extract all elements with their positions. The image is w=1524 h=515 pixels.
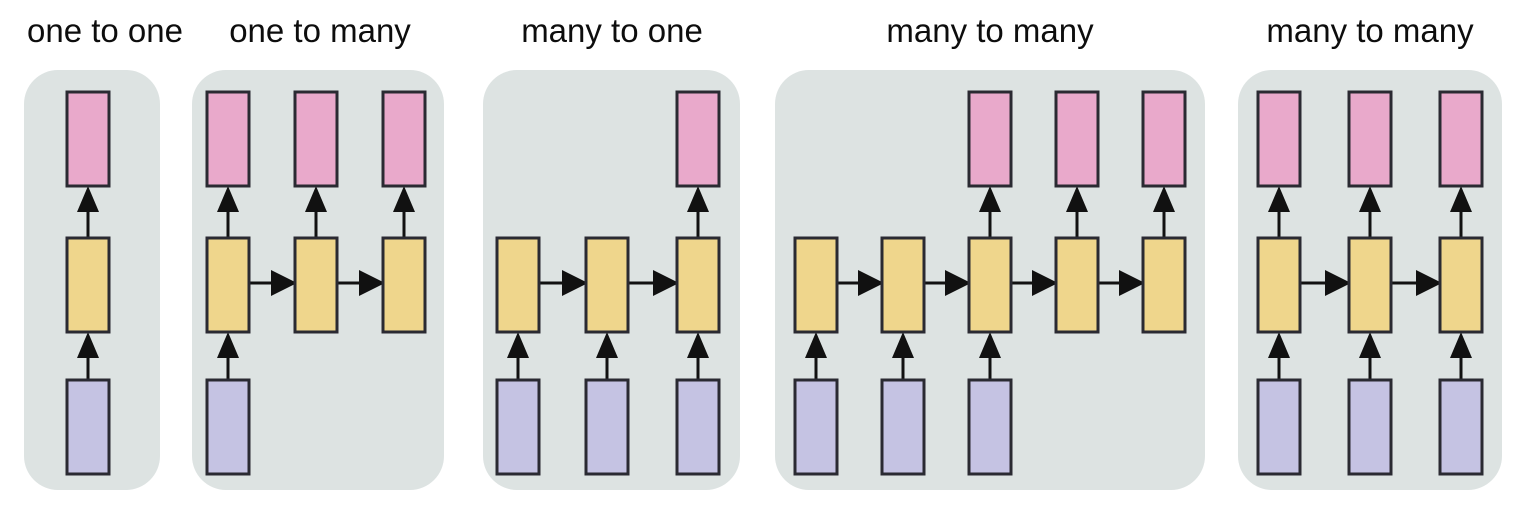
input-arrow-4-0-head	[1268, 332, 1290, 358]
output-box-4-2	[1438, 90, 1484, 188]
hidden-box-3-0	[793, 236, 839, 334]
input-box-1-0	[205, 378, 251, 476]
panel-title: many to many	[1266, 12, 1474, 49]
panel-title: one to one	[27, 12, 183, 49]
recurrent-arrow-3-0-head	[858, 270, 884, 296]
input-box-2-2	[675, 378, 721, 476]
output-box-0-0	[65, 90, 111, 188]
input-arrow-4-2-head	[1450, 332, 1472, 358]
output-box-3-3	[1054, 90, 1100, 188]
input-box-3-0	[793, 378, 839, 476]
recurrent-arrow-3-3-head	[1119, 270, 1145, 296]
input-box-0-0	[65, 378, 111, 476]
input-box-3-2	[967, 378, 1013, 476]
hidden-box-3-2	[967, 236, 1013, 334]
output-arrow-3-3-head	[1066, 186, 1088, 212]
input-arrow-4-1-head	[1359, 332, 1381, 358]
input-box-2-0	[495, 378, 541, 476]
input-box-4-1	[1347, 378, 1393, 476]
output-box-3-4	[1141, 90, 1187, 188]
output-box-3-2	[967, 90, 1013, 188]
recurrent-arrow-2-1-head	[653, 270, 679, 296]
input-arrow-3-1-head	[892, 332, 914, 358]
input-arrow-0-0-head	[77, 332, 99, 358]
output-box-4-1	[1347, 90, 1393, 188]
hidden-box-0-0	[65, 236, 111, 334]
hidden-box-2-2	[675, 236, 721, 334]
hidden-box-1-0	[205, 236, 251, 334]
recurrent-arrow-4-1-head	[1416, 270, 1442, 296]
panel-many-to-many-encoder-decoder: many to many	[775, 12, 1205, 490]
hidden-box-3-3	[1054, 236, 1100, 334]
hidden-box-3-4	[1141, 236, 1187, 334]
recurrent-arrow-4-0-head	[1325, 270, 1351, 296]
input-box-2-1	[584, 378, 630, 476]
hidden-box-2-1	[584, 236, 630, 334]
output-box-4-0	[1256, 90, 1302, 188]
panel-many-to-many-synced: many to many	[1238, 12, 1502, 490]
output-box-1-2	[381, 90, 427, 188]
output-arrow-3-4-head	[1153, 186, 1175, 212]
hidden-box-4-2	[1438, 236, 1484, 334]
recurrent-arrow-2-0-head	[562, 270, 588, 296]
panel-one-to-one: one to one	[24, 12, 183, 490]
input-arrow-2-0-head	[507, 332, 529, 358]
input-box-3-1	[880, 378, 926, 476]
panel-one-to-many: one to many	[192, 12, 444, 490]
output-arrow-2-2-head	[687, 186, 709, 212]
output-arrow-4-2-head	[1450, 186, 1472, 212]
output-arrow-1-0-head	[217, 186, 239, 212]
output-box-1-0	[205, 90, 251, 188]
input-box-4-2	[1438, 378, 1484, 476]
output-arrow-3-2-head	[979, 186, 1001, 212]
hidden-box-1-2	[381, 236, 427, 334]
output-arrow-0-0-head	[77, 186, 99, 212]
hidden-box-4-0	[1256, 236, 1302, 334]
recurrent-arrow-1-1-head	[359, 270, 385, 296]
input-arrow-2-2-head	[687, 332, 709, 358]
input-arrow-1-0-head	[217, 332, 239, 358]
hidden-box-1-1	[293, 236, 339, 334]
hidden-box-3-1	[880, 236, 926, 334]
output-arrow-1-2-head	[393, 186, 415, 212]
hidden-box-2-0	[495, 236, 541, 334]
input-arrow-3-2-head	[979, 332, 1001, 358]
hidden-box-4-1	[1347, 236, 1393, 334]
output-arrow-4-1-head	[1359, 186, 1381, 212]
panel-title: many to one	[521, 12, 703, 49]
input-box-4-0	[1256, 378, 1302, 476]
recurrent-arrow-3-1-head	[945, 270, 971, 296]
input-arrow-2-1-head	[596, 332, 618, 358]
recurrent-arrow-1-0-head	[271, 270, 297, 296]
output-arrow-1-1-head	[305, 186, 327, 212]
input-arrow-3-0-head	[805, 332, 827, 358]
output-box-1-1	[293, 90, 339, 188]
panel-title: many to many	[886, 12, 1094, 49]
output-arrow-4-0-head	[1268, 186, 1290, 212]
panel-title: one to many	[229, 12, 411, 49]
panel-many-to-one: many to one	[483, 12, 740, 490]
recurrent-arrow-3-2-head	[1032, 270, 1058, 296]
output-box-2-2	[675, 90, 721, 188]
